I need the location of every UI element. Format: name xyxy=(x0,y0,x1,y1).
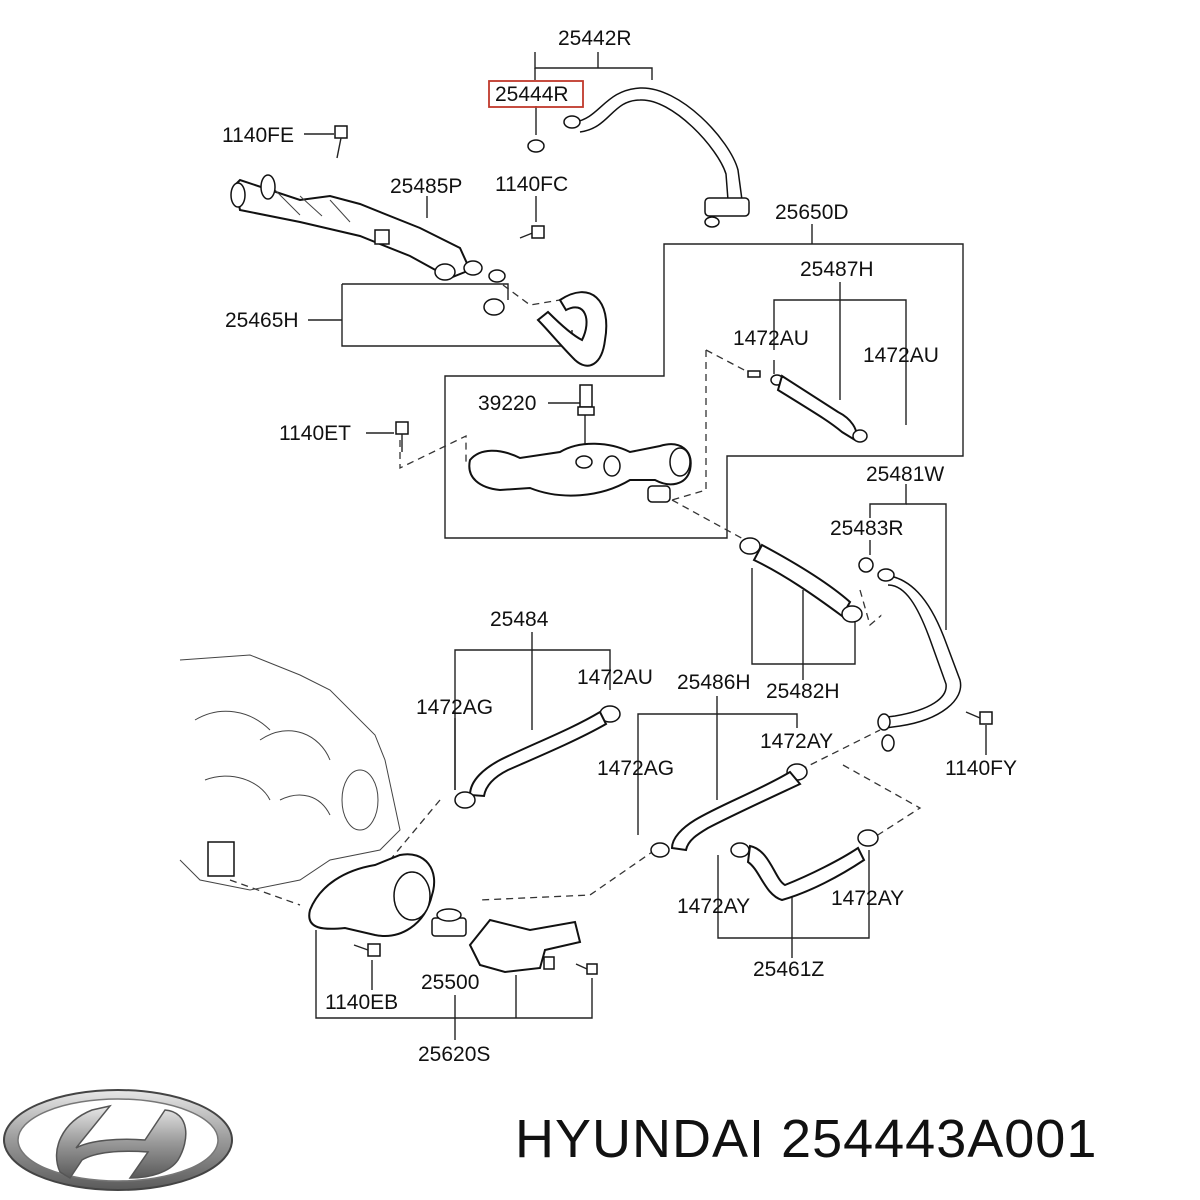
highlight-box xyxy=(488,80,584,108)
label-1472AY-lower-right: 1472AY xyxy=(831,887,904,910)
label-25482H: 25482H xyxy=(766,680,840,703)
dashed-connectors xyxy=(229,284,922,906)
label-1140EB: 1140EB xyxy=(325,991,398,1014)
label-25650D: 25650D xyxy=(775,201,849,224)
label-1472AG-left: 1472AG xyxy=(416,696,493,719)
label-25620S: 25620S xyxy=(418,1043,490,1066)
label-1140FE: 1140FE xyxy=(222,124,294,147)
label-1140ET: 1140ET xyxy=(279,422,351,445)
label-25461Z: 25461Z xyxy=(753,958,824,981)
label-1472AG-right: 1472AG xyxy=(597,757,674,780)
part-drawings xyxy=(179,87,993,975)
label-25486H: 25486H xyxy=(677,671,751,694)
leader-lines xyxy=(304,52,987,1040)
label-25442R: 25442R xyxy=(558,27,632,50)
label-25487H: 25487H xyxy=(800,258,874,281)
label-39220: 39220 xyxy=(478,392,536,415)
part-labels: 25442R 25444R 1140FE 25485P 1140FC 25650… xyxy=(222,27,1017,1066)
hyundai-logo-icon xyxy=(3,1089,233,1191)
label-25500: 25500 xyxy=(421,971,479,994)
label-1140FY: 1140FY xyxy=(945,757,1017,780)
label-1472AU-upper-right: 1472AU xyxy=(863,344,939,367)
label-25444R: 25444R xyxy=(495,83,569,106)
label-25483R: 25483R xyxy=(830,517,904,540)
footer-caption: HYUNDAI 254443A001 xyxy=(515,1108,1097,1170)
label-1472AY-lower-left: 1472AY xyxy=(677,895,750,918)
label-1472AY-mid: 1472AY xyxy=(760,730,833,753)
label-1472AU-mid: 1472AU xyxy=(577,666,653,689)
label-1140FC: 1140FC xyxy=(495,173,568,196)
label-25484: 25484 xyxy=(490,608,549,631)
brand-name: HYUNDAI xyxy=(515,1109,766,1169)
label-1472AU-upper-left: 1472AU xyxy=(733,327,809,350)
label-25481W: 25481W xyxy=(866,463,944,486)
part-number: 254443A001 xyxy=(781,1109,1098,1169)
label-25485P: 25485P xyxy=(390,175,462,198)
label-25465H: 25465H xyxy=(225,309,299,332)
